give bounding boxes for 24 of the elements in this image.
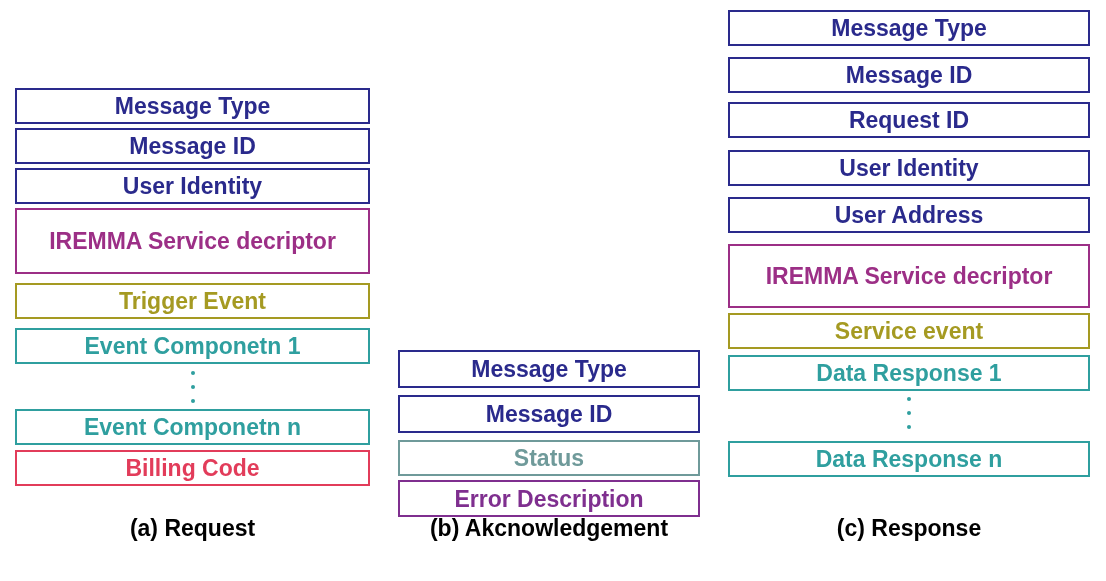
field-box: Message Type [398, 350, 700, 388]
field-box: Message ID [728, 57, 1090, 93]
field-box: IREMMA Service decriptor [728, 244, 1090, 308]
field-box: Message Type [15, 88, 370, 124]
field-box: Data Response 1 [728, 355, 1090, 391]
field-box: Message Type [728, 10, 1090, 46]
field-box: User Address [728, 197, 1090, 233]
caption: (a) Request [128, 515, 257, 542]
field-box: Request ID [728, 102, 1090, 138]
caption: (c) Response [835, 515, 983, 542]
field-box: Message ID [15, 128, 370, 164]
field-box: Event Componetn n [15, 409, 370, 445]
field-box: IREMMA Service decriptor [15, 208, 370, 274]
field-box: Error Description [398, 480, 700, 517]
field-box: Service event [728, 313, 1090, 349]
field-box: Status [398, 440, 700, 476]
field-box: Event Componetn 1 [15, 328, 370, 364]
field-box: Trigger Event [15, 283, 370, 319]
field-box: User Identity [728, 150, 1090, 186]
field-box: Message ID [398, 395, 700, 433]
field-box: Billing Code [15, 450, 370, 486]
caption: (b) Akcnowledgement [428, 515, 670, 542]
field-box: User Identity [15, 168, 370, 204]
field-box: Data Response n [728, 441, 1090, 477]
